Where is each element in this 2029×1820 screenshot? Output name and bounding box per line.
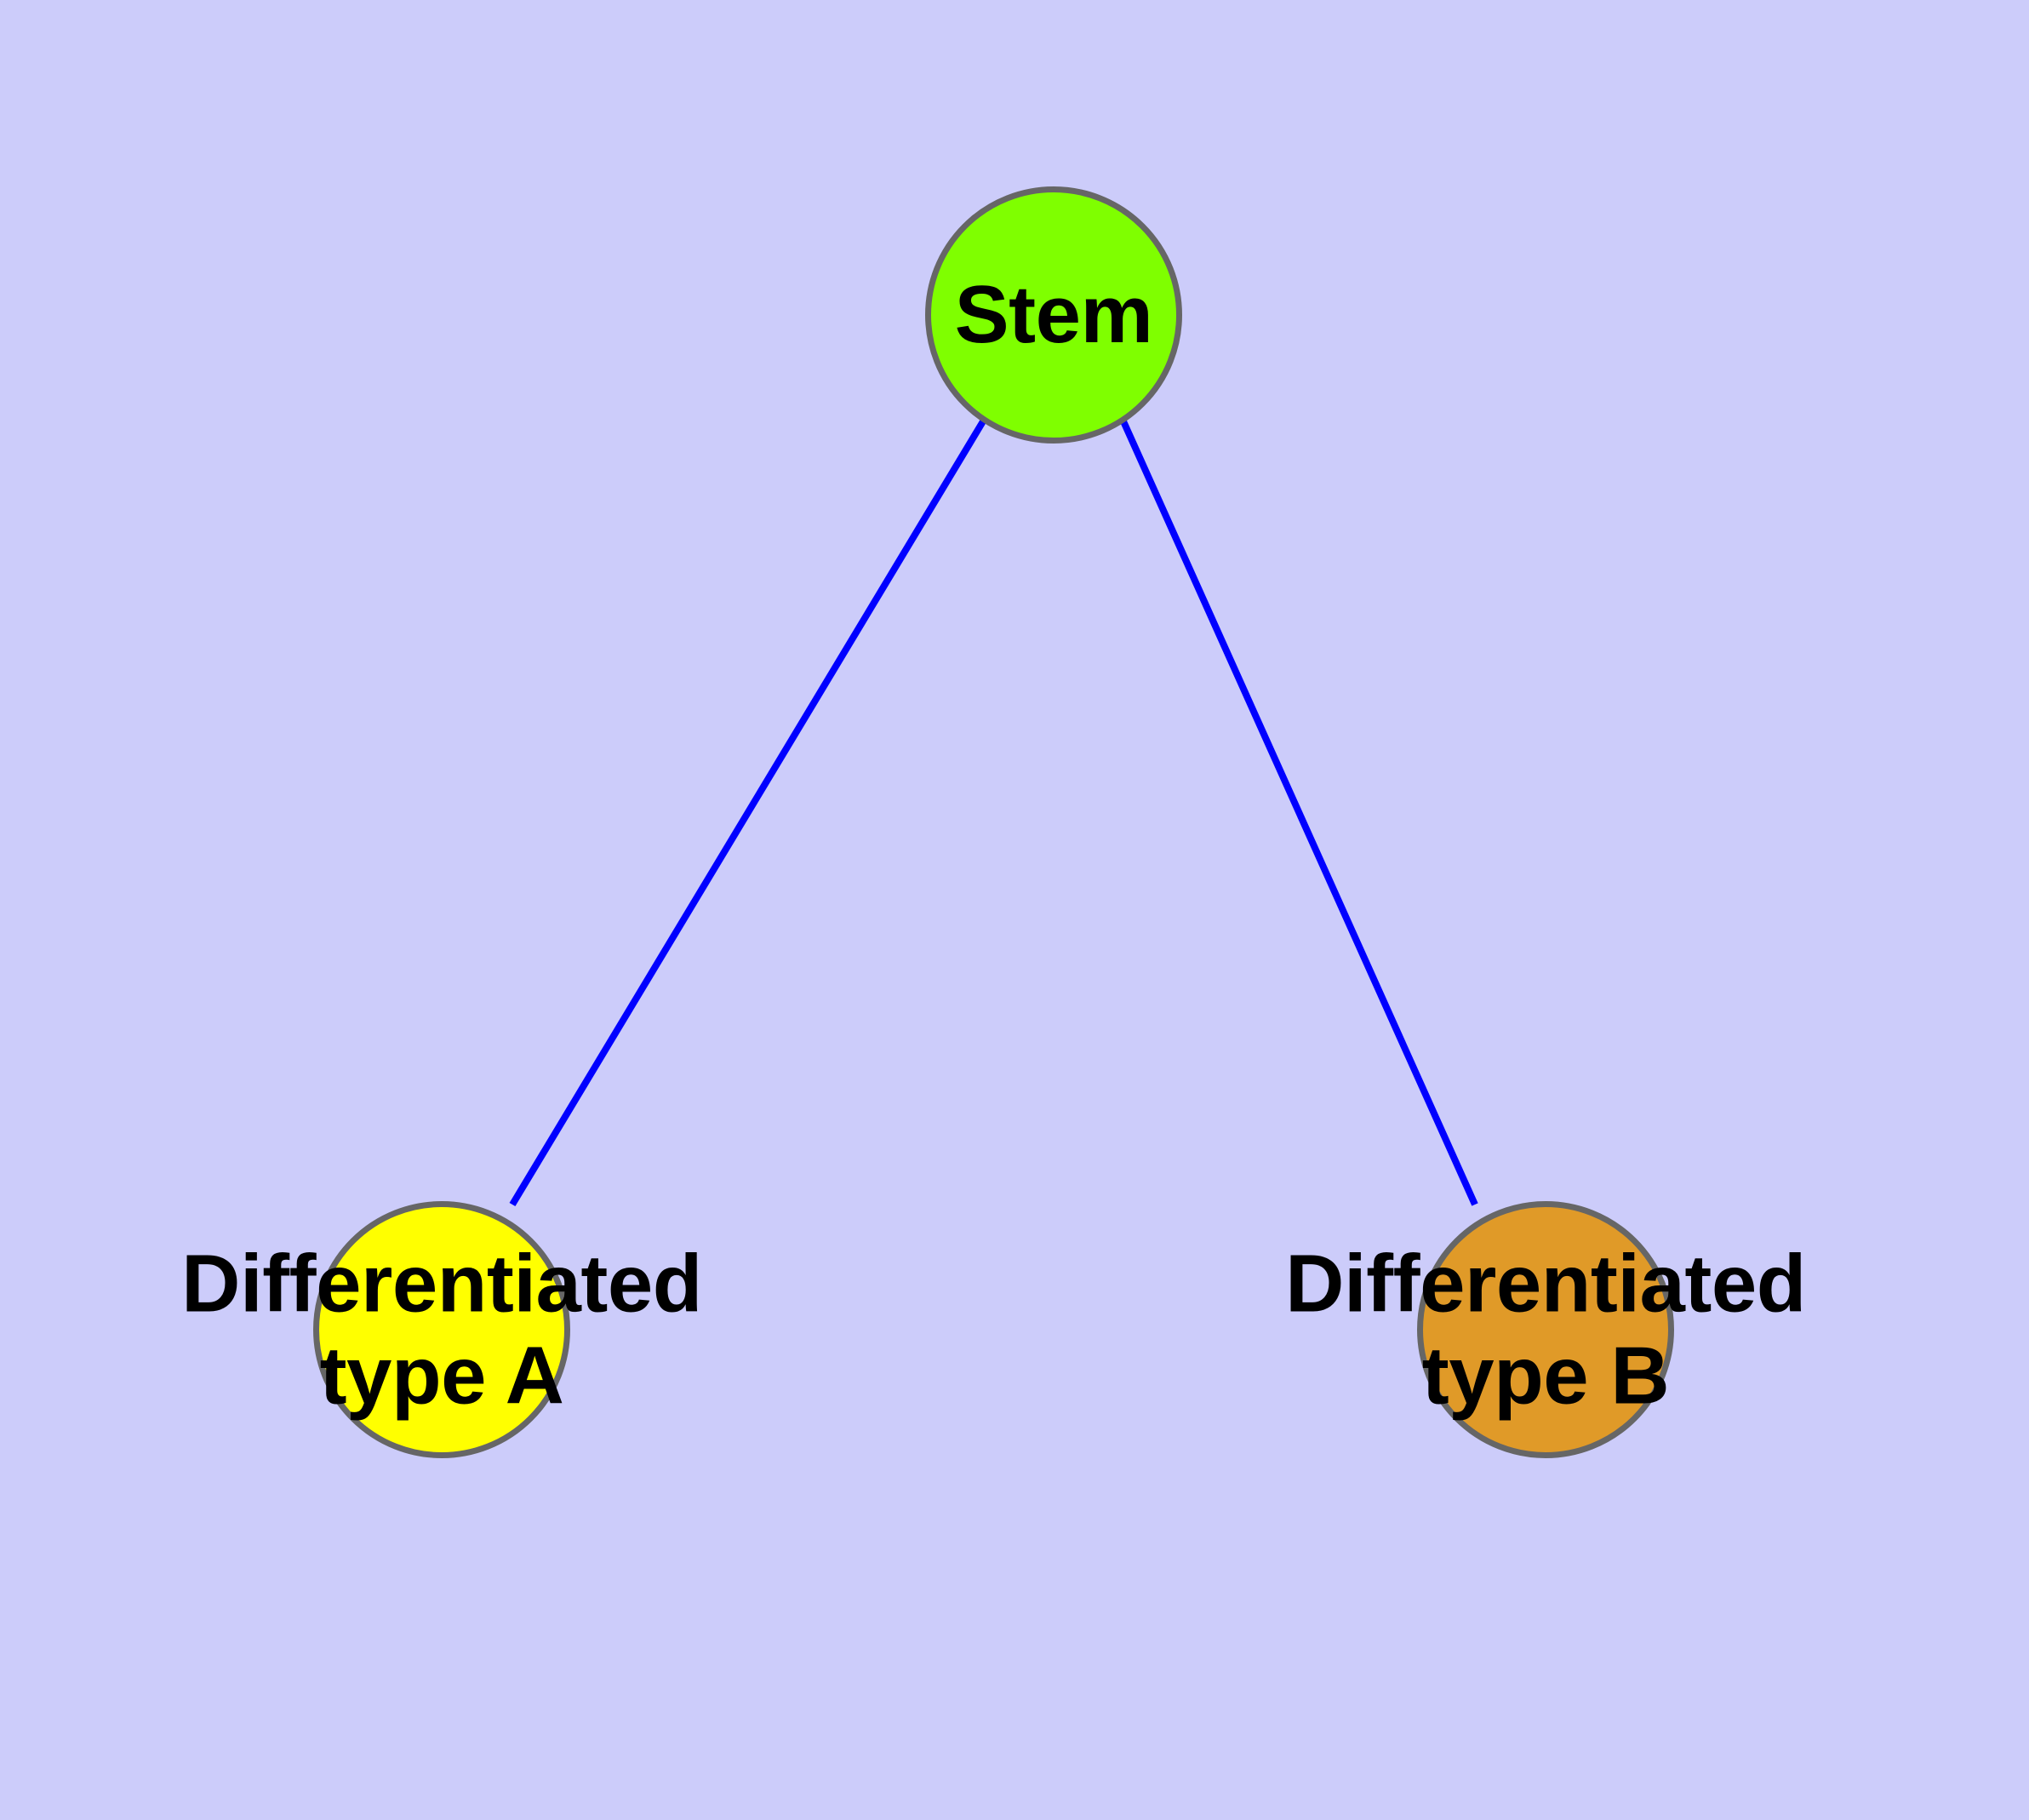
node-differentiated-type-b[interactable] <box>1417 1201 1674 1458</box>
edge-stem-to-differentiated-type-b <box>1120 420 1478 1206</box>
node-stem[interactable] <box>925 186 1182 444</box>
node-differentiated-type-a[interactable] <box>313 1201 570 1458</box>
edge-stem-to-differentiated-type-a <box>509 419 986 1207</box>
